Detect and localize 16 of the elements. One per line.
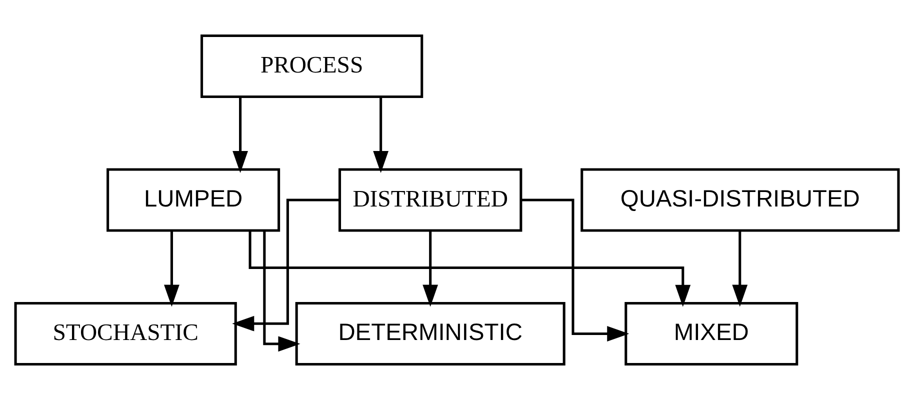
- arrow: [248, 230, 691, 307]
- arrow: [232, 198, 340, 332]
- node-box: DISTRIBUTED: [338, 168, 522, 232]
- arrow: [732, 231, 748, 307]
- arrow: [232, 97, 248, 173]
- arrow: [422, 231, 438, 307]
- node-box: QUASI-DISTRIBUTED: [580, 168, 900, 232]
- node-box: DETERMINISTIC: [295, 302, 566, 366]
- node-box: STOCHASTIC: [14, 302, 237, 366]
- node-box: MIXED: [624, 302, 798, 366]
- arrow: [521, 198, 630, 342]
- node-box: PROCESS: [200, 34, 424, 98]
- node-box: LUMPED: [106, 168, 280, 232]
- arrow: [164, 231, 180, 307]
- arrow: [373, 97, 389, 173]
- arrow: [263, 230, 300, 352]
